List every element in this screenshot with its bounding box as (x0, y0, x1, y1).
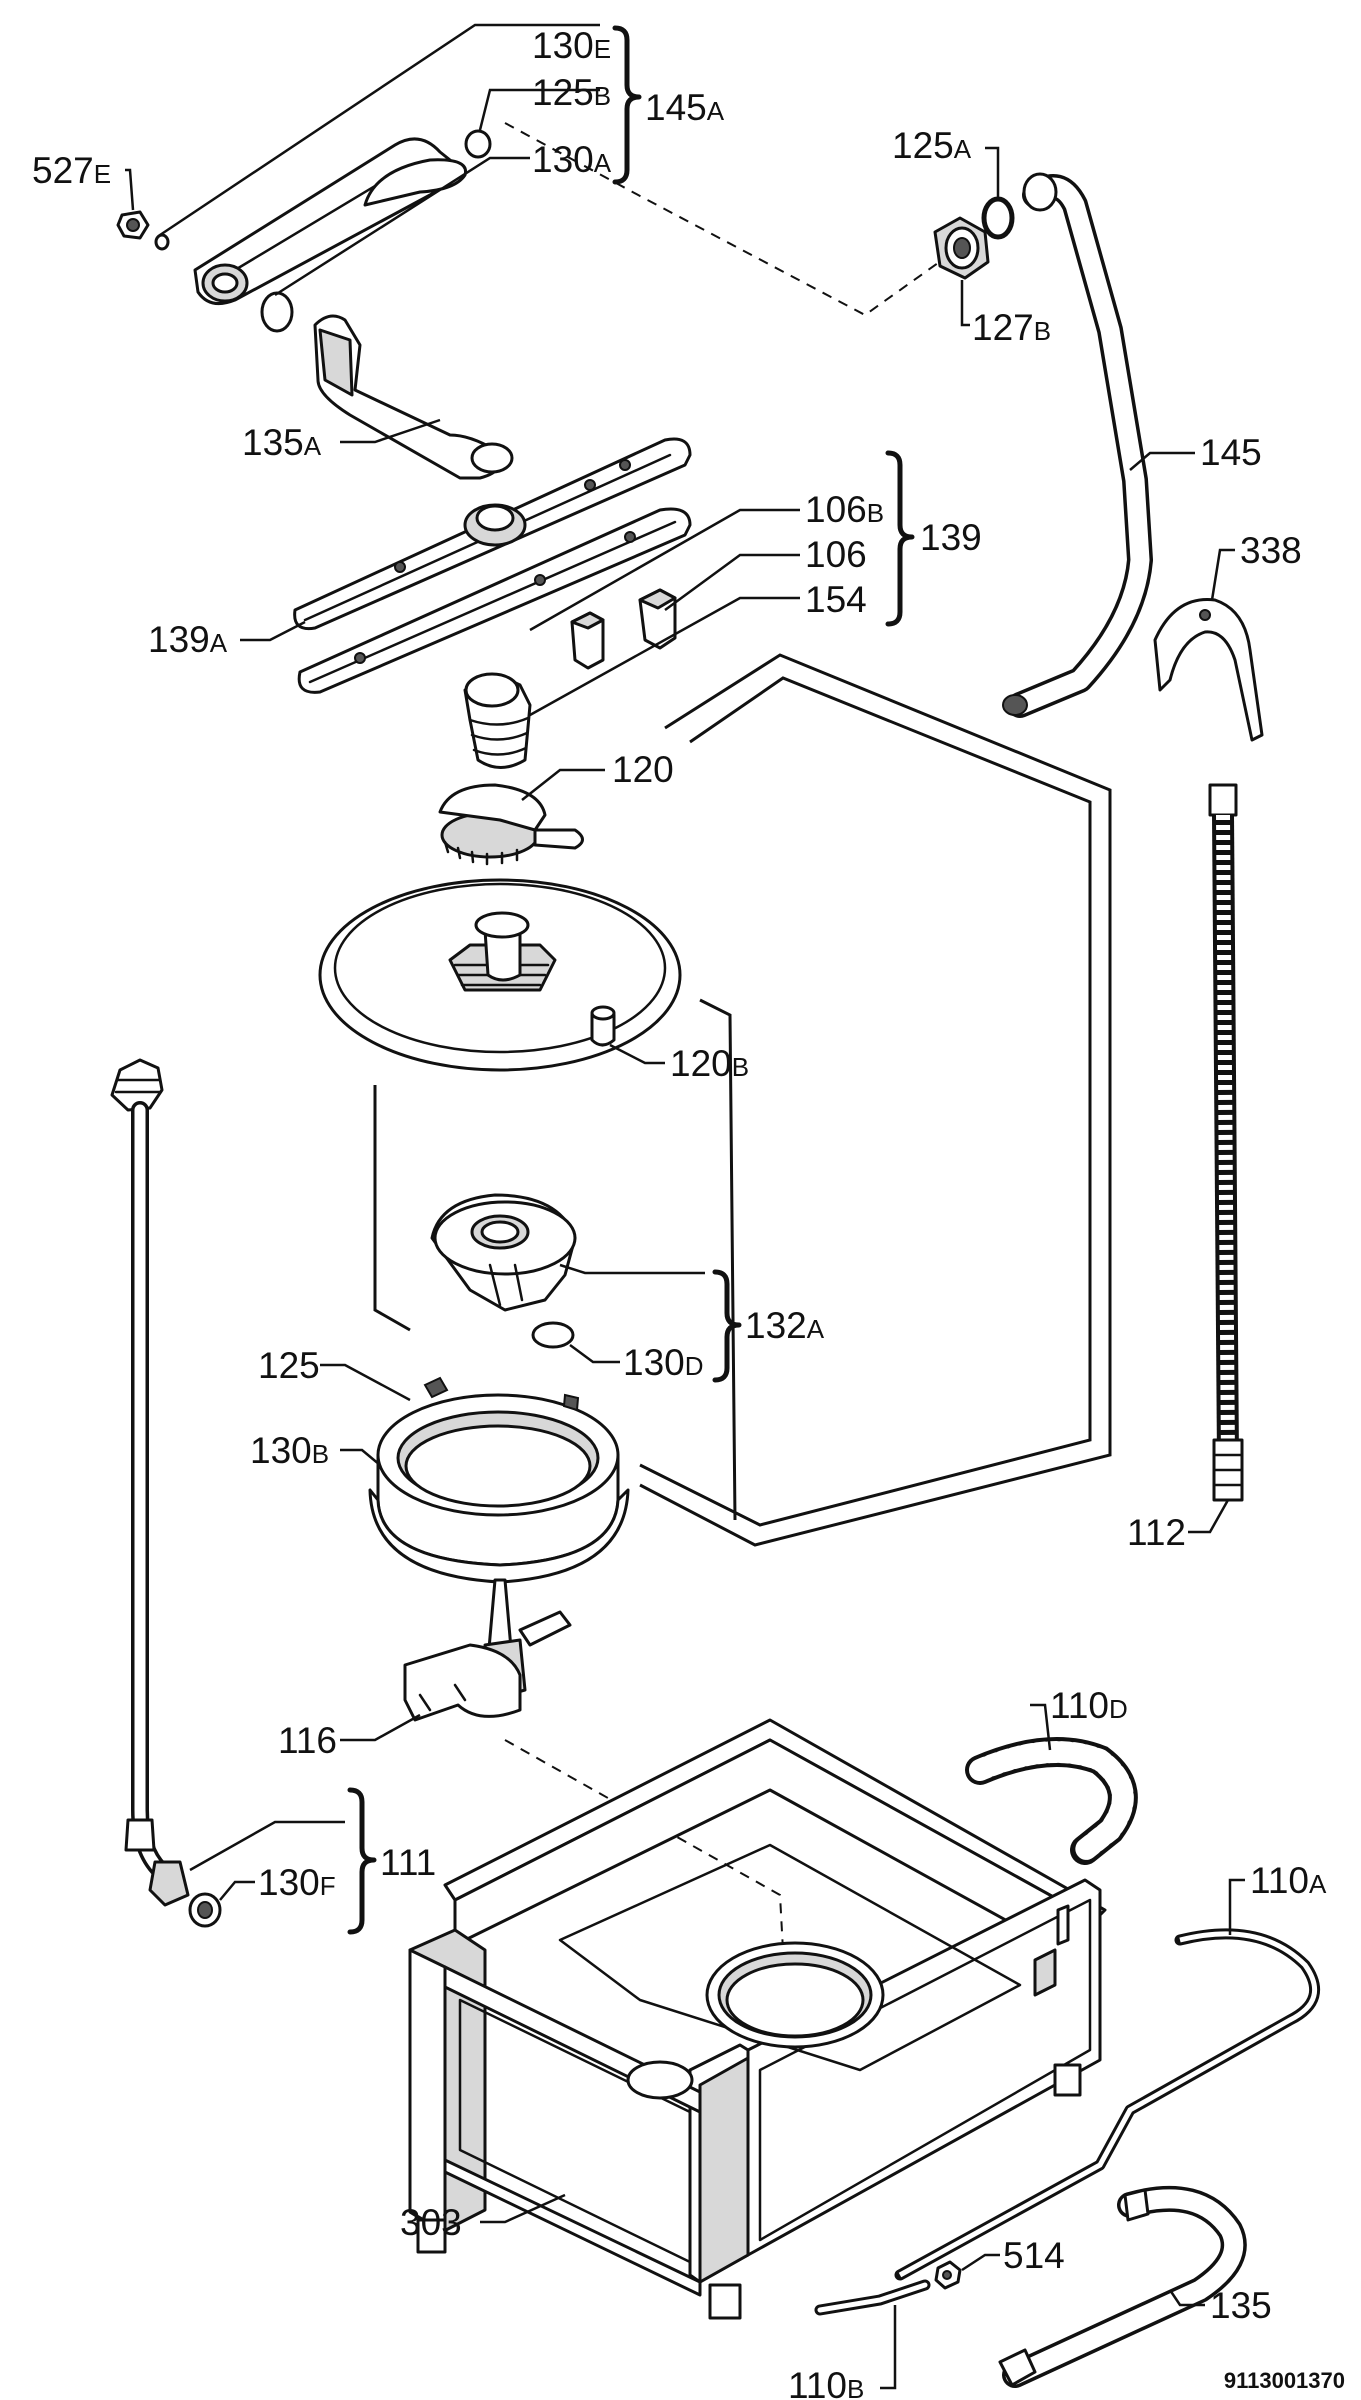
seal-130f (188, 1892, 222, 1928)
seal-125a (981, 196, 1015, 240)
base-frame-303 (408, 1718, 1107, 2320)
brace-111 (347, 1787, 377, 1935)
label-130f: 130F (258, 1862, 336, 1903)
bearing-154 (463, 672, 532, 769)
label-125: 125 (258, 1345, 320, 1386)
label-135: 135 (1210, 2285, 1272, 2326)
cabinet-outline (373, 653, 1112, 1547)
label-111: 111 (380, 1842, 436, 1883)
label-130e: 130E (532, 25, 611, 66)
sump-ring-125 (376, 1376, 620, 1567)
label-338: 338 (1240, 530, 1302, 571)
label-110d: 110D (1050, 1685, 1128, 1726)
drain-fitting-116 (403, 1578, 572, 1722)
nut-514 (934, 2260, 962, 2290)
hose-110b (814, 2279, 931, 2316)
drain-hose-110d (965, 1737, 1138, 1865)
brace-132a (712, 1269, 742, 1383)
label-154: 154 (805, 579, 867, 620)
label-127b: 127B (972, 307, 1051, 348)
nut-127b (933, 216, 990, 280)
nozzle-106 (638, 588, 677, 650)
hose-135 (998, 2185, 1247, 2388)
label-130a: 130A (532, 139, 612, 180)
corrugated-hose-112 (1208, 783, 1244, 1502)
upper-spray-arm-145a (154, 129, 492, 333)
bracket-338 (1153, 598, 1264, 742)
label-514: 514 (1003, 2235, 1065, 2276)
nut-527e (116, 210, 150, 240)
alignment-line-spray-arm (504, 122, 946, 317)
spray-arm-tube-135a (313, 314, 514, 480)
label-303: 303 (400, 2202, 462, 2243)
label-145: 145 (1200, 432, 1262, 473)
label-132a: 132A (745, 1305, 825, 1346)
label-139a: 139A (148, 619, 228, 660)
label-139: 139 (920, 517, 982, 558)
label-112: 112 (1127, 1512, 1186, 1553)
label-145a: 145A (645, 87, 725, 128)
hose-110a (894, 1928, 1320, 2281)
label-125b: 125B (532, 72, 611, 113)
label-106b: 106B (805, 489, 884, 530)
brace-145a (612, 25, 642, 185)
label-120: 120 (612, 749, 674, 790)
nozzle-106b (570, 611, 605, 670)
cover-132a (430, 1193, 577, 1312)
brace-139 (885, 450, 915, 627)
seal-130d (531, 1321, 575, 1349)
supply-pipe-145 (1002, 172, 1153, 718)
label-110b: 110B (788, 2365, 864, 2400)
label-135a: 135A (242, 422, 322, 463)
seal-130b (368, 1488, 630, 1584)
leader-lines (125, 23, 1245, 2390)
lower-spray-arm-139 (293, 437, 692, 694)
label-110a: 110A (1250, 1860, 1327, 1901)
label-527e: 527E (32, 150, 111, 191)
label-130d: 130D (623, 1342, 704, 1383)
label-125a: 125A (892, 125, 972, 166)
label-130b: 130B (250, 1430, 329, 1471)
diagram-code: 9113001370 (1224, 2368, 1345, 2393)
filter-plate-120b (318, 878, 682, 1072)
label-120b: 120B (670, 1043, 749, 1084)
label-106: 106 (805, 534, 867, 575)
label-116: 116 (278, 1720, 337, 1761)
inlet-hose-111 (110, 1058, 190, 1907)
bayonet-ring-120 (438, 783, 584, 866)
